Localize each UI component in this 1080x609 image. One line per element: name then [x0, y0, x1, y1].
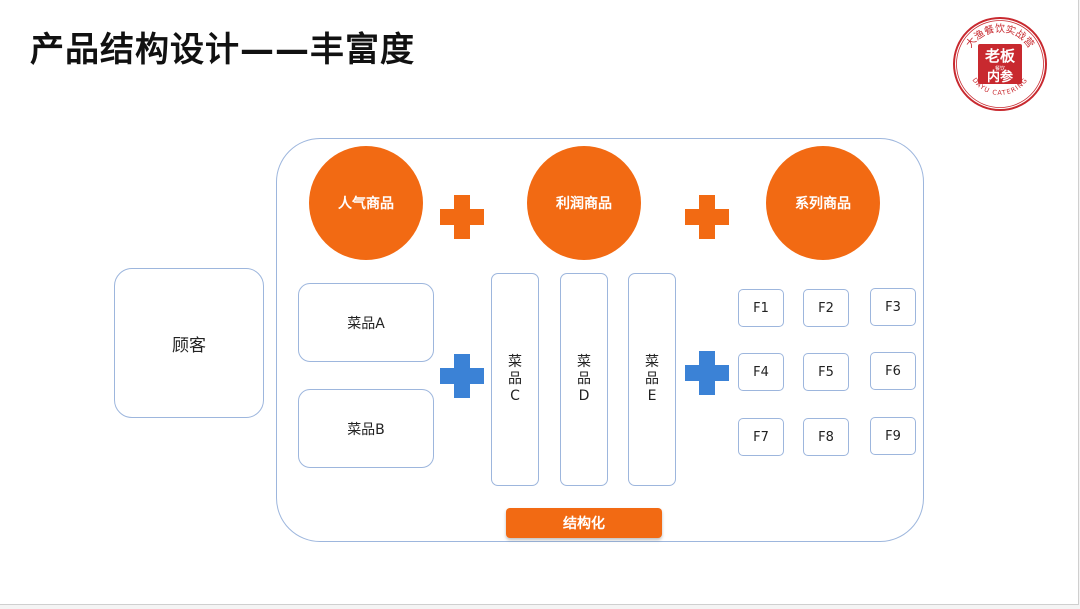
logo-center-line2: 内参: [987, 69, 1014, 85]
f-item-label: F5: [818, 364, 834, 380]
f-item-box: F6: [870, 352, 916, 390]
f-item-box: F3: [870, 288, 916, 326]
structured-label-box: 结构化: [506, 508, 662, 538]
f-item-label: F8: [818, 429, 834, 445]
f-item-label: F2: [818, 300, 834, 316]
f-item-box: F7: [738, 418, 784, 456]
plus-icon: [440, 354, 484, 398]
profit-products-label: 利润商品: [556, 196, 612, 212]
slide-title: 产品结构设计——丰富度: [30, 30, 415, 70]
dish-d-box: 菜品D: [560, 273, 608, 486]
f-item-label: F6: [885, 363, 901, 379]
series-products-label: 系列商品: [795, 196, 851, 212]
plus-icon: [685, 351, 729, 395]
f-item-box: F8: [803, 418, 849, 456]
dish-c-box: 菜品C: [491, 273, 539, 486]
logo-center-line1: 老板: [984, 47, 1016, 65]
plus-icon: [440, 195, 484, 239]
popular-products-circle: 人气商品: [309, 146, 423, 260]
dish-e-label: 菜品E: [645, 354, 659, 404]
f-item-box: F9: [870, 417, 916, 455]
plus-icon: [685, 195, 729, 239]
f-item-label: F1: [753, 300, 769, 316]
dish-c-label: 菜品C: [508, 354, 522, 404]
f-item-box: F5: [803, 353, 849, 391]
dish-b-label: 菜品B: [347, 421, 385, 438]
series-products-circle: 系列商品: [766, 146, 880, 260]
f-item-label: F7: [753, 429, 769, 445]
dayu-catering-logo: 大渔餐饮实战营 DAYU CATERING 老板 餐饮 内参: [953, 17, 1047, 111]
f-item-box: F1: [738, 289, 784, 327]
profit-products-circle: 利润商品: [527, 146, 641, 260]
customer-box: 顾客: [114, 268, 264, 418]
f-item-box: F4: [738, 353, 784, 391]
f-item-box: F2: [803, 289, 849, 327]
dish-d-label: 菜品D: [577, 354, 591, 404]
structured-label: 结构化: [563, 516, 605, 532]
f-item-label: F3: [885, 299, 901, 315]
f-item-label: F4: [753, 364, 769, 380]
customer-label: 顾客: [172, 335, 206, 356]
popular-products-label: 人气商品: [338, 196, 394, 212]
dish-a-box: 菜品A: [298, 283, 434, 362]
f-item-label: F9: [885, 428, 901, 444]
logo-center-small: 餐饮: [995, 65, 1005, 72]
dish-a-label: 菜品A: [347, 315, 385, 332]
dish-e-box: 菜品E: [628, 273, 676, 486]
dish-b-box: 菜品B: [298, 389, 434, 468]
